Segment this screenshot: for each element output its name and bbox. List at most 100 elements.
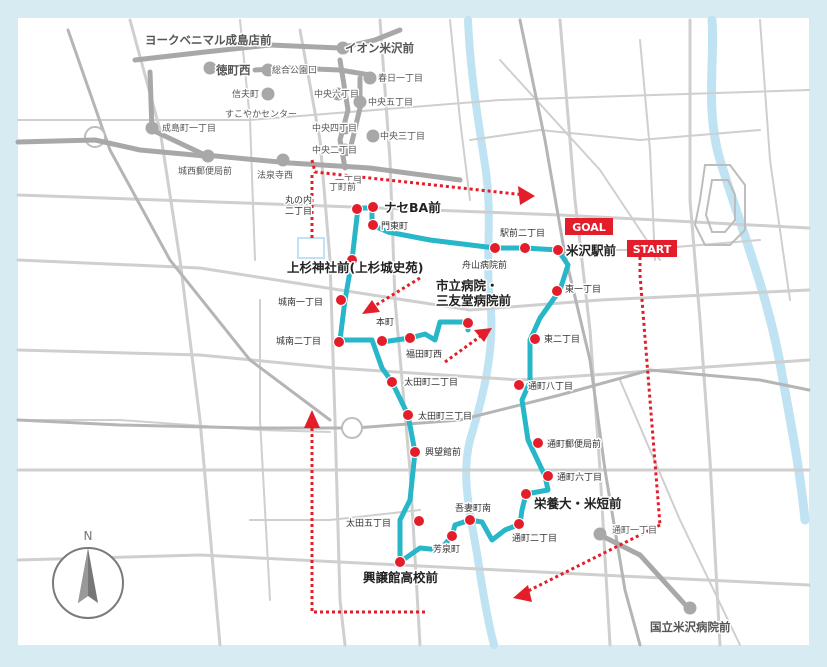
stop-label: 興望館前	[425, 446, 461, 458]
stop-label: 通町二丁目	[512, 533, 557, 544]
stop-marker	[462, 317, 474, 329]
stop-label: 太田町三丁目	[418, 410, 472, 422]
road-1	[16, 193, 811, 230]
road-20	[449, 19, 471, 201]
old-stop-label: 中央三丁目	[380, 130, 425, 142]
stop-marker	[402, 409, 414, 421]
direction-arrows	[310, 159, 662, 614]
stop-label: 東二丁目	[544, 333, 580, 345]
stop-label: 興譲館高校前	[363, 570, 439, 585]
road-2	[298, 28, 347, 647]
old-stop-marker	[331, 87, 345, 101]
interchange	[693, 164, 746, 246]
north-arrow-icon: N	[52, 529, 124, 619]
arrow-head-5	[474, 328, 492, 342]
old-stop-marker	[353, 95, 367, 109]
old-stop-label: 国立米沢病院前	[650, 620, 731, 634]
old-stop-label: ヨークベニマル成島店前	[145, 33, 272, 47]
stop-marker	[367, 201, 379, 213]
rivers	[462, 15, 810, 649]
stop-marker	[519, 242, 531, 254]
stop-label: 舟山病院前	[462, 259, 507, 271]
old-stop-label: 中央六丁目	[314, 88, 359, 100]
start-label: START	[633, 243, 672, 256]
stop-marker	[351, 203, 363, 215]
railway-main	[518, 18, 642, 647]
arrow-castle-diag	[367, 276, 421, 312]
railway-west	[66, 28, 332, 422]
start-badge: START	[627, 240, 677, 257]
stop-marker	[409, 446, 421, 458]
old-stop-marker	[203, 61, 217, 75]
old-stop-marker	[261, 87, 275, 101]
stop-label: 通町郵便局前	[547, 438, 601, 450]
stop-label: 太田町二丁目	[404, 376, 458, 388]
stop-marker	[513, 379, 525, 391]
old-stop-marker	[276, 153, 290, 167]
castle-area	[297, 237, 325, 259]
stop-label: 吾妻町南	[455, 502, 491, 514]
old-stop-label: 中央五丁目	[368, 96, 413, 108]
stop-label: 米沢駅前	[565, 243, 617, 258]
arrow-start-down	[638, 257, 662, 526]
arrow-start-diag	[519, 523, 661, 597]
old-stop-label: 一丁目	[335, 175, 362, 186]
stop-label: 門東町	[381, 220, 408, 232]
road-4	[16, 258, 811, 312]
old-stop-marker	[261, 63, 275, 77]
road-15	[619, 379, 741, 646]
stop-label: ナセBA前	[384, 200, 441, 215]
road-12	[239, 19, 256, 261]
stop-marker	[551, 285, 563, 297]
old-stop-marker	[363, 71, 377, 85]
stop-marker	[404, 332, 416, 344]
arrow-heads	[304, 186, 535, 602]
stop-marker	[333, 336, 345, 348]
road-19	[259, 299, 271, 601]
compass-label: N	[84, 529, 93, 543]
stop-marker	[464, 514, 476, 526]
road-11	[17, 89, 810, 121]
road-13	[469, 129, 761, 141]
railway-ring	[16, 368, 811, 430]
old-stop-label: 中央四丁目	[312, 122, 357, 134]
arrow-head-1	[518, 186, 535, 205]
goal-label: GOAL	[572, 221, 606, 234]
old-stop-label: 徳町西	[215, 63, 251, 77]
stop-label: 通町八丁目	[528, 381, 573, 392]
old-stop-label: 城西郵便局前	[178, 165, 232, 177]
stop-marker	[529, 333, 541, 345]
old-stop-marker	[201, 149, 215, 163]
old-stop-marker	[593, 527, 607, 541]
road-16	[17, 419, 331, 433]
old-stop-label: 法泉寺西	[257, 169, 293, 181]
stop-marker	[367, 219, 379, 231]
old-stop-label: すこやかセンター	[225, 109, 297, 120]
stop-label: 通町六丁目	[557, 471, 602, 483]
road-9	[558, 18, 612, 647]
road-3	[378, 18, 422, 647]
road-17	[249, 509, 421, 521]
road-10	[688, 18, 722, 647]
old-stop-marker	[336, 41, 350, 55]
stop-label: 駅前二丁目	[500, 227, 545, 239]
old-stops: ヨークベニマル成島店前イオン米沢前徳町西総合公園口春日一丁目信夫町中央六丁目中央…	[144, 32, 733, 636]
stop-marker	[552, 244, 564, 256]
old-stop-label: 中央二丁目	[312, 144, 357, 156]
old-stop-label: 丁町前	[329, 181, 356, 193]
stop-marker	[520, 488, 532, 500]
stop-marker	[532, 437, 544, 449]
stop-label: 芳泉町	[433, 543, 460, 555]
road-14	[499, 59, 661, 261]
interchange-inner	[704, 179, 736, 233]
old-stop-marker	[683, 601, 697, 615]
arrow-head-4	[362, 300, 380, 314]
stop-label: 城南一丁目	[278, 296, 323, 308]
river-center	[462, 16, 498, 649]
stop-marker	[489, 242, 501, 254]
stop-marker	[542, 470, 554, 482]
arrow-head-3	[304, 410, 320, 428]
stop-marker	[394, 556, 406, 568]
